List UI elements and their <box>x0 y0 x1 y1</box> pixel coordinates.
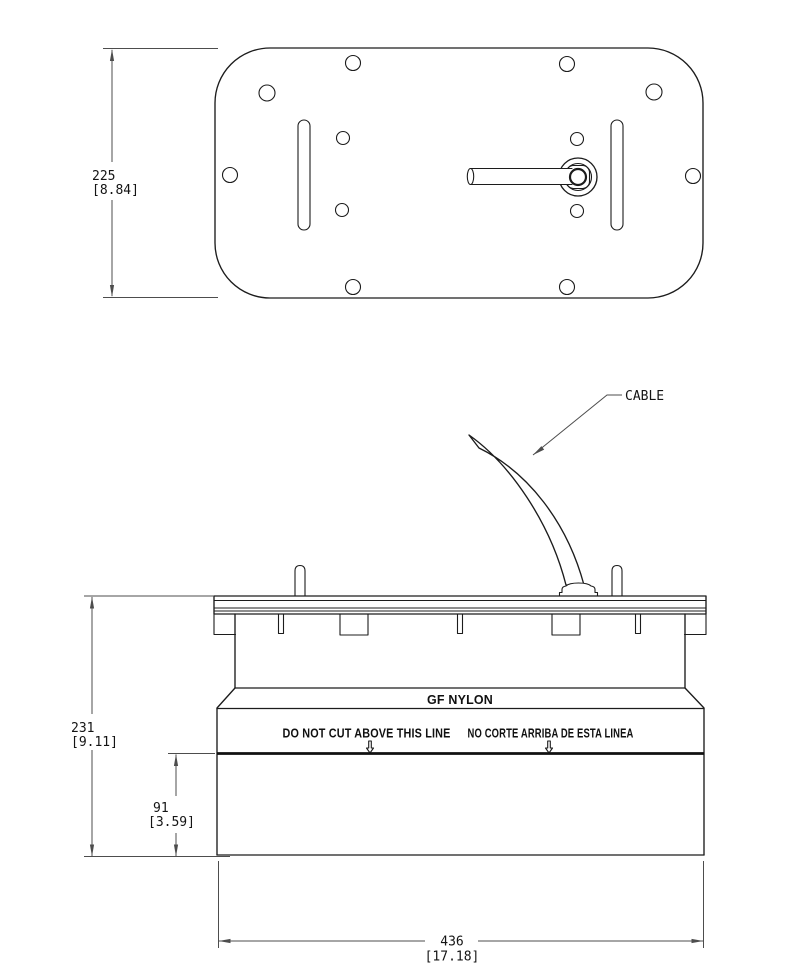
arrow-up-icon <box>89 596 95 609</box>
body-tab <box>339 613 369 636</box>
flange-left <box>213 613 237 636</box>
cable-leader-line <box>532 394 622 456</box>
mounting-hole <box>645 83 663 101</box>
cable-stub <box>466 167 573 186</box>
dim-cut-height: 91 [3.59] <box>148 753 215 857</box>
body-pin <box>456 613 464 635</box>
leader-arrow-icon <box>533 446 545 455</box>
flare-edge <box>684 687 705 709</box>
cable-gland-side <box>558 582 599 597</box>
mounting-hole <box>569 131 585 147</box>
down-arrow-icon <box>544 740 554 754</box>
body-pin <box>634 613 642 635</box>
arrow-right-icon <box>691 938 704 944</box>
dim-overall-height: 231 [9.11] <box>71 595 230 857</box>
alignment-pin <box>294 564 306 597</box>
cable-gland-top <box>466 157 598 197</box>
cable <box>468 434 585 586</box>
cable-stub-end <box>466 167 475 186</box>
dim-base-width-in: [17.18] <box>425 950 480 965</box>
mounting-hole <box>344 54 362 72</box>
dim-overall-height-mm: 231 <box>71 721 94 736</box>
dim-base-width-mm: 436 <box>440 935 463 950</box>
mounting-hole <box>344 278 362 296</box>
mounting-hole <box>558 278 576 296</box>
mounting-holes <box>221 54 702 296</box>
down-arrow-icon <box>365 740 375 754</box>
slot-right <box>610 119 624 231</box>
mounting-hole <box>221 166 239 184</box>
side-view: CABLE GF NYLON <box>71 389 707 965</box>
mounting-hole <box>258 84 276 102</box>
body-tab <box>551 613 581 636</box>
mounting-hole <box>558 55 576 73</box>
dim-plate-depth-in: [8.84] <box>92 183 139 198</box>
mounting-hole <box>684 167 702 185</box>
flange-right <box>683 613 707 636</box>
cut-warning-es: NO CORTE ARRIBA DE ESTA LINEA <box>468 727 634 741</box>
arrow-down-icon <box>173 844 179 857</box>
dim-plate-depth-mm: 225 <box>92 169 115 184</box>
arrow-left-icon <box>218 938 231 944</box>
mounting-hole <box>334 202 350 218</box>
mounting-hole <box>335 130 351 146</box>
slot-left <box>297 119 311 231</box>
top-view: 225 [8.84] <box>92 47 704 299</box>
cable-callout: CABLE <box>532 389 664 456</box>
dim-cut-height-mm: 91 <box>153 801 169 816</box>
gland-bore <box>568 167 588 187</box>
mounting-plate-side <box>213 595 707 615</box>
arrow-up-icon <box>109 49 115 61</box>
arrow-up-icon <box>173 754 179 766</box>
alignment-pin <box>611 564 623 597</box>
cable-stub-body <box>470 169 572 184</box>
flare-edge <box>216 687 236 709</box>
dim-base-width: 436 [17.18] <box>218 861 704 965</box>
body-pin <box>277 613 285 635</box>
cable-label: CABLE <box>625 389 664 404</box>
arrow-down-icon <box>109 285 115 297</box>
cut-warning-en: DO NOT CUT ABOVE THIS LINE <box>283 727 451 741</box>
mounting-plate-outline <box>214 47 704 299</box>
mounting-hole <box>569 203 585 219</box>
arrow-down-icon <box>89 844 95 857</box>
material-label: GF NYLON <box>427 693 493 707</box>
dim-cut-height-in: [3.59] <box>148 815 195 830</box>
dim-plate-depth: 225 [8.84] <box>92 48 218 298</box>
transducer-body: GF NYLON DO NOT CUT ABOVE THIS LINE NO C… <box>213 613 707 856</box>
dim-overall-height-in: [9.11] <box>71 735 118 750</box>
